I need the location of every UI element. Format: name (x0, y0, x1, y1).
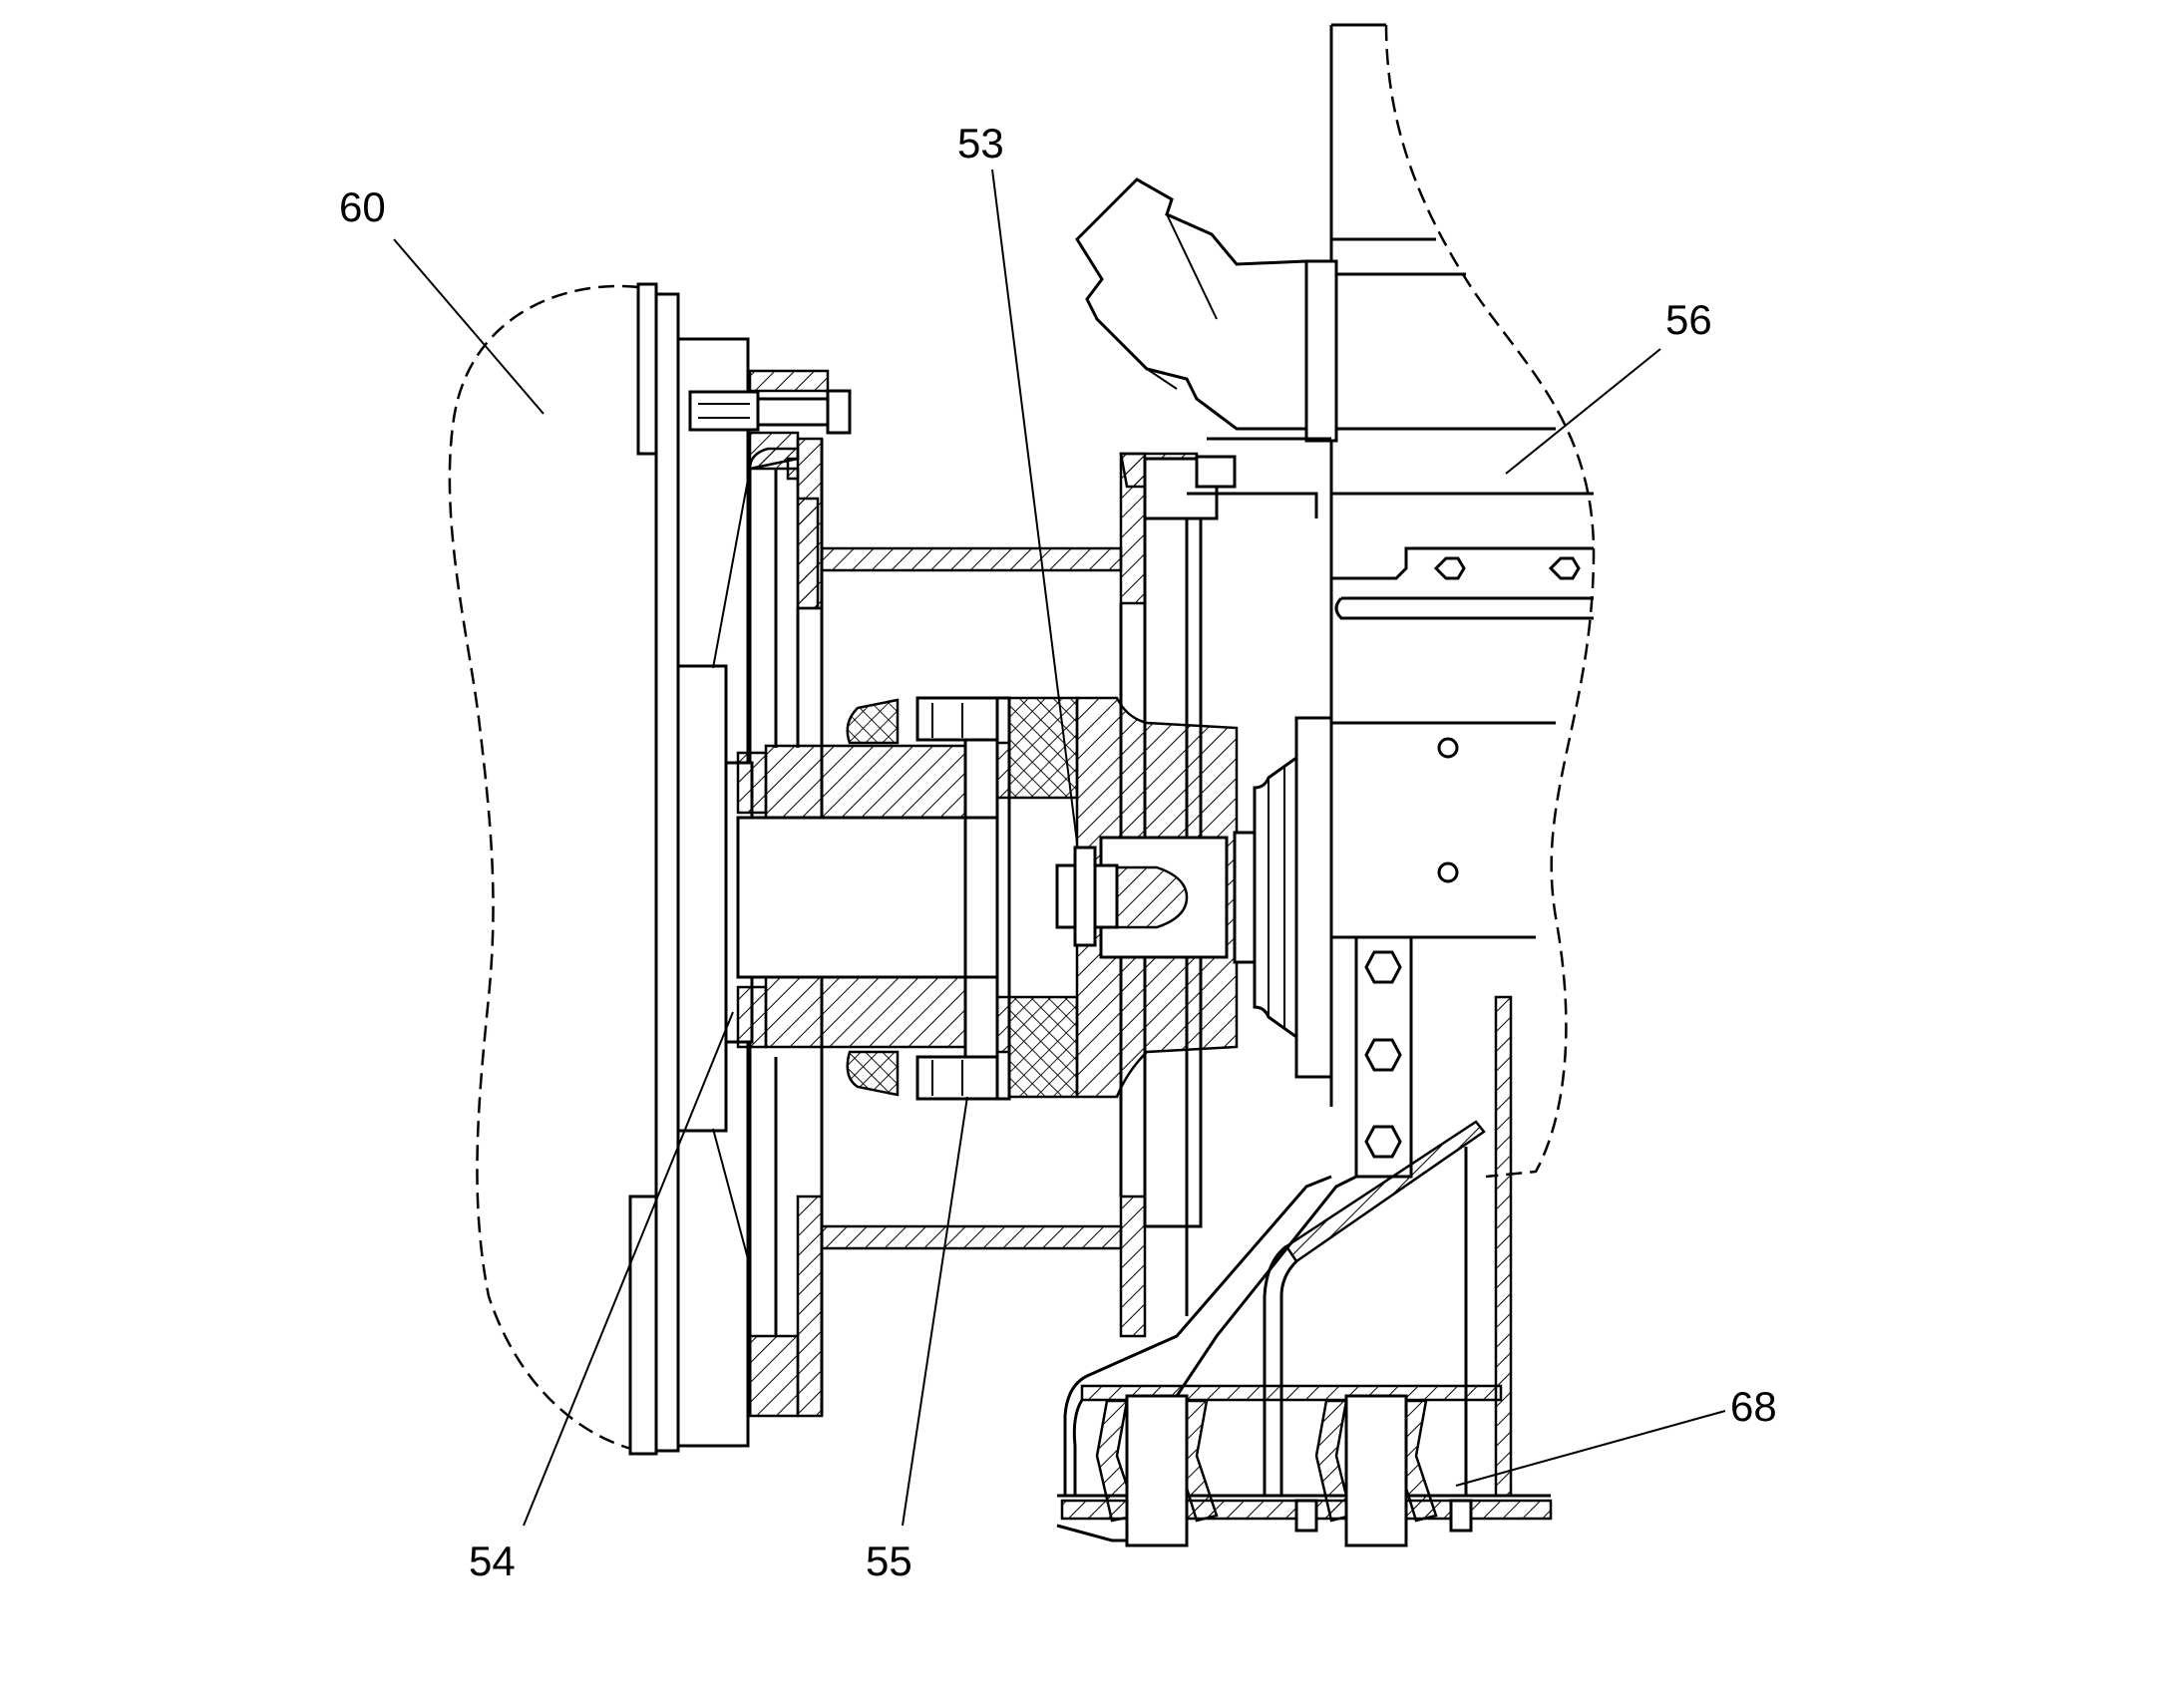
label-68: 68 (1730, 1383, 1777, 1430)
mounting-bracket (1063, 935, 1513, 1498)
label-54: 54 (469, 1537, 516, 1584)
motor-hub (1055, 696, 1257, 1099)
component-60-outline (448, 284, 639, 1453)
spacer-tube (820, 546, 1123, 1250)
reference-numerals: 60 53 56 54 55 68 (339, 120, 1777, 1584)
label-55: 55 (866, 1537, 912, 1584)
label-56: 56 (1665, 296, 1712, 343)
central-hub (724, 738, 999, 1057)
elastomer-coupling (846, 696, 1079, 1101)
motor-frame (1207, 23, 1596, 1179)
label-53: 53 (957, 120, 1004, 167)
motor-adapter (1253, 716, 1333, 1079)
impeller-assembly (1056, 1384, 1553, 1547)
leader-lines (393, 169, 1726, 1527)
label-60: 60 (339, 183, 386, 230)
connector-box (1075, 177, 1308, 431)
